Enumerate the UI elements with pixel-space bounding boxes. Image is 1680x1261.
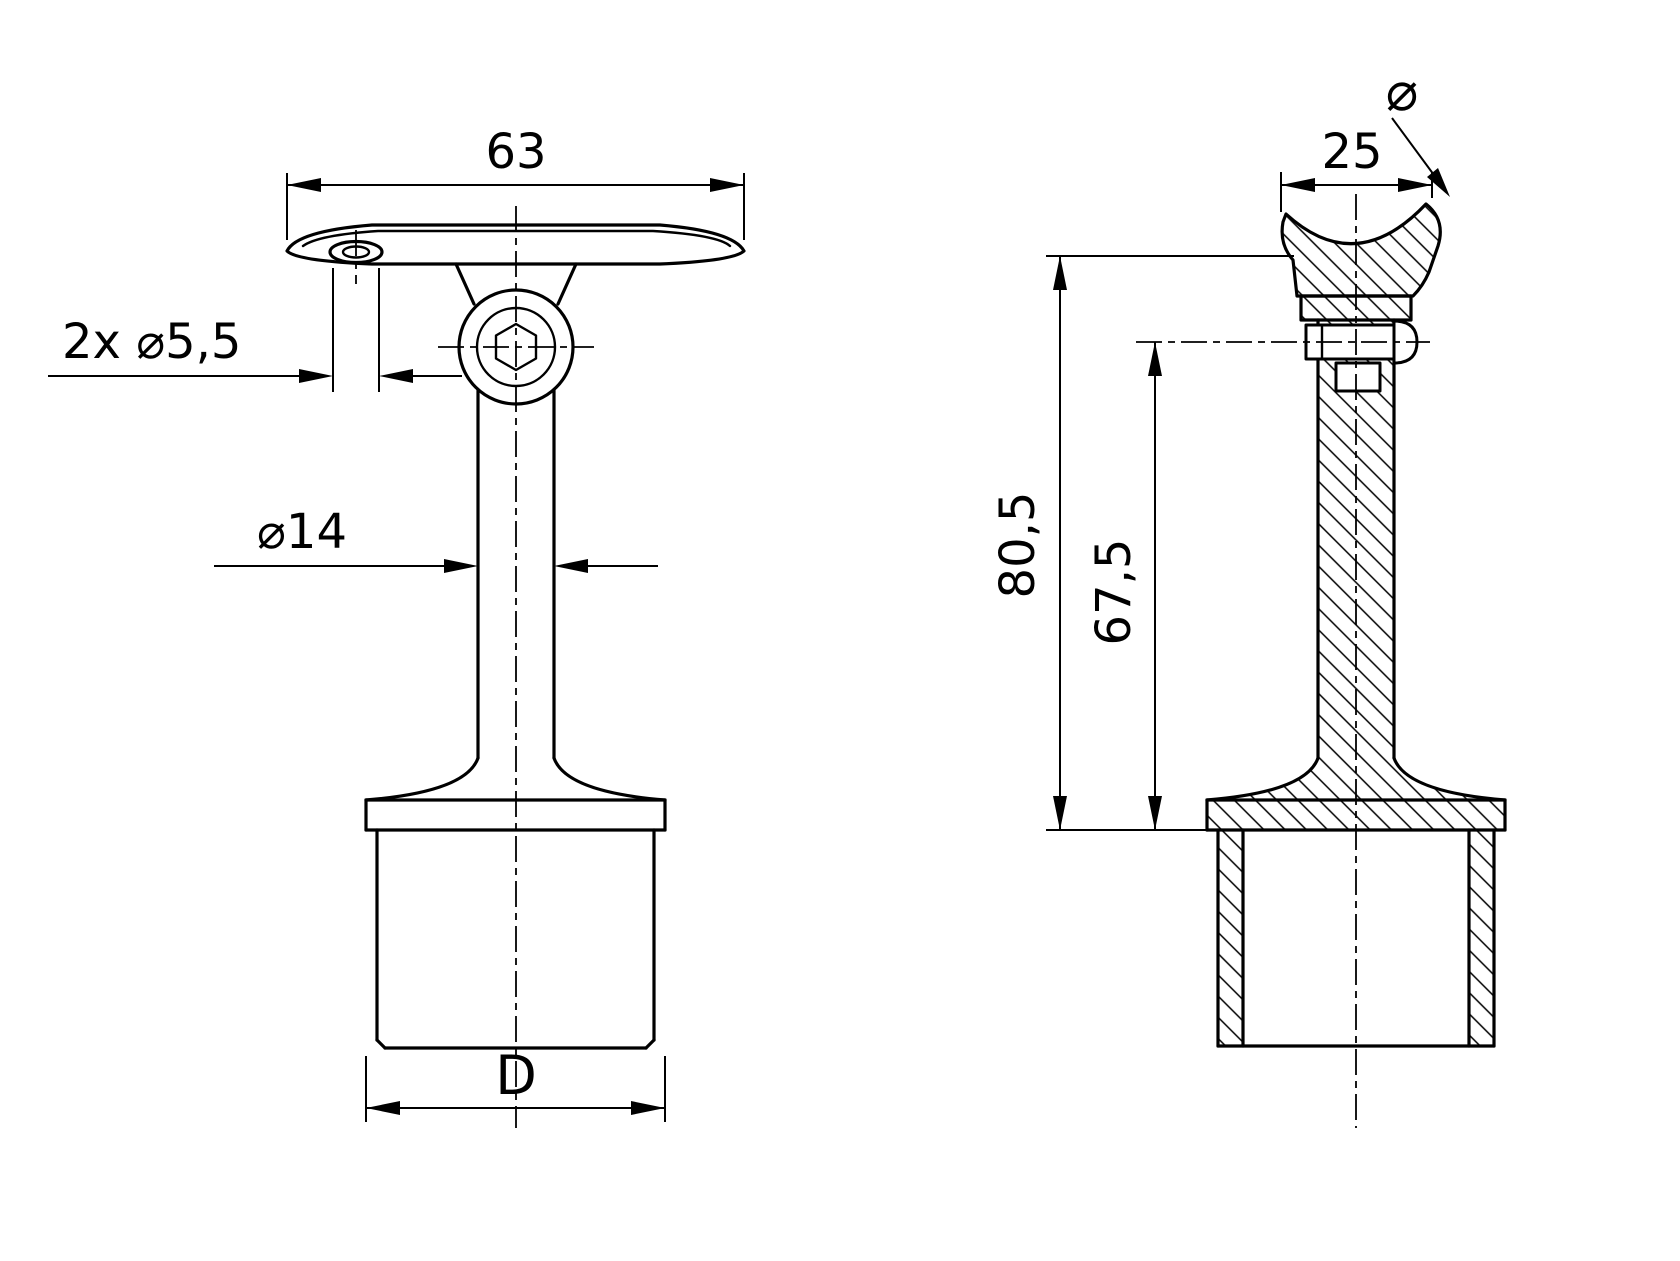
dimension-top-width: 63: [286, 124, 745, 240]
dimension-saddle-width: 25: [1280, 124, 1433, 212]
side-view: 25 ⌀ 80,5 67,5: [990, 60, 1507, 1128]
front-view: 63 2x ⌀5,5 ⌀14 D: [48, 124, 746, 1128]
dimension-stem-diameter: ⌀14: [214, 504, 658, 573]
side-view-centerlines: [1136, 194, 1430, 1128]
set-screw-nut: [1334, 361, 1382, 393]
stem-section: [1316, 318, 1396, 760]
dimension-screw-height: 67,5: [1086, 342, 1162, 830]
hex-socket-icon: [494, 322, 538, 372]
dimension-overall-height: 80,5: [990, 255, 1294, 831]
stem: [476, 388, 556, 760]
dim-hole-label: 2x ⌀5,5: [62, 314, 241, 370]
dim-overall-height-label: 80,5: [990, 492, 1046, 599]
dim-screw-height-label: 67,5: [1086, 539, 1142, 646]
dim-top-width-label: 63: [485, 124, 546, 180]
diameter-symbol-icon: ⌀: [1386, 60, 1419, 123]
dim-saddle-width-label: 25: [1321, 124, 1382, 180]
front-view-centerlines: [355, 206, 594, 1128]
dim-stem-label: ⌀14: [257, 504, 347, 560]
dimension-tube-diameter: D: [365, 1044, 666, 1122]
dimension-hole-diameter: 2x ⌀5,5: [48, 268, 462, 392]
radius-leader: ⌀: [1386, 60, 1450, 197]
dim-tube-label: D: [495, 1044, 537, 1107]
